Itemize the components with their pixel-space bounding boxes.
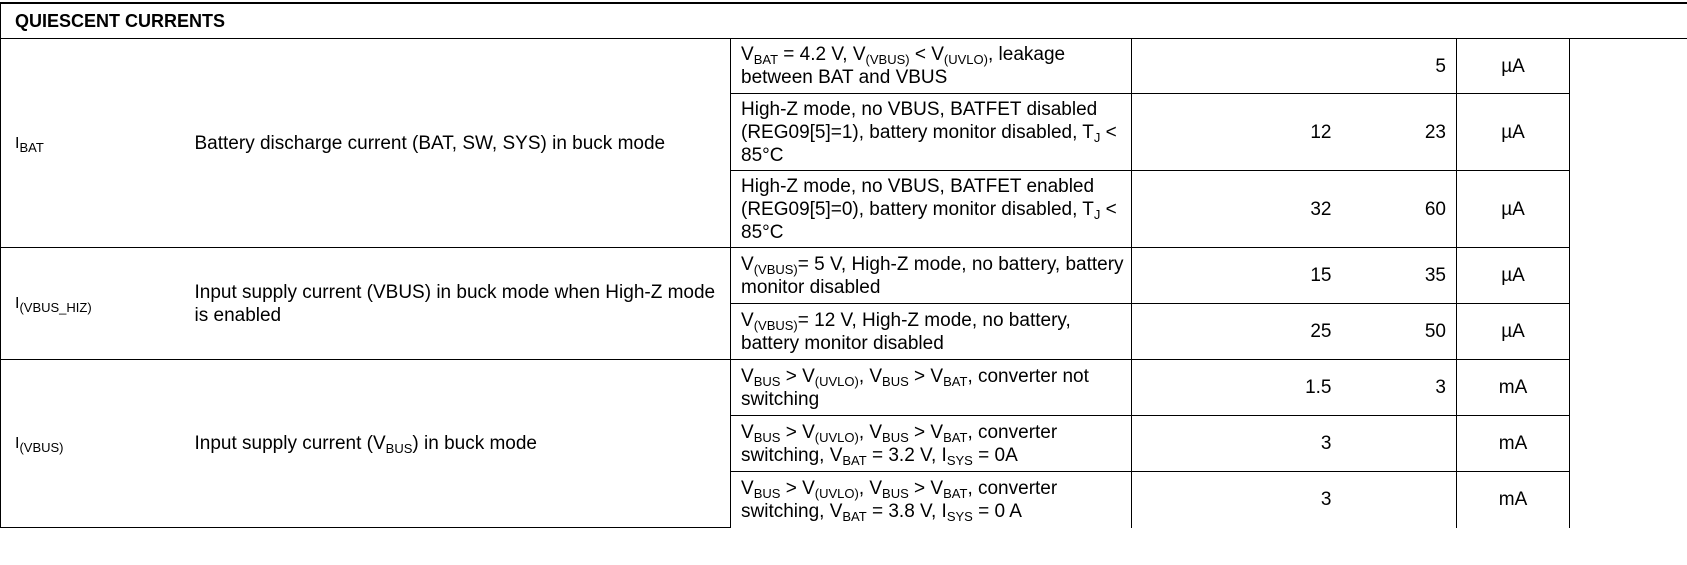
max-value: 23: [1337, 93, 1457, 171]
max-value: 5: [1337, 38, 1457, 94]
max-value: 35: [1337, 247, 1457, 304]
max-value: 3: [1337, 359, 1457, 416]
unit: mA: [1456, 415, 1570, 472]
section-header-row: QUIESCENT CURRENTS: [0, 2, 1687, 39]
parameter-description: Battery discharge current (BAT, SW, SYS)…: [184, 38, 731, 248]
table-row: I(VBUS_HIZ)Input supply current (VBUS) i…: [0, 247, 1687, 360]
table-row: High-Z mode, no VBUS, BATFET disabled (R…: [1, 93, 1687, 171]
min-value: [1131, 247, 1208, 304]
typ-value: 1.5: [1207, 359, 1338, 416]
min-value: [1131, 415, 1208, 472]
typ-value: 15: [1207, 247, 1338, 304]
unit: µA: [1456, 170, 1570, 248]
test-condition: VBAT = 4.2 V, V(VBUS) < V(UVLO), leakage…: [730, 38, 1132, 94]
unit: mA: [1456, 471, 1570, 528]
table-row: VBUS > V(UVLO), VBUS > VBAT, converter s…: [1, 471, 1687, 528]
unit: µA: [1456, 38, 1570, 94]
test-condition: High-Z mode, no VBUS, BATFET enabled (RE…: [730, 170, 1132, 248]
typ-value: 3: [1207, 415, 1338, 472]
unit: µA: [1456, 247, 1570, 304]
parameter-description: Input supply current (VBUS) in buck mode: [184, 359, 731, 528]
test-condition: VBUS > V(UVLO), VBUS > VBAT, converter s…: [730, 471, 1132, 528]
test-condition: VBUS > V(UVLO), VBUS > VBAT, converter s…: [730, 415, 1132, 472]
table-row: High-Z mode, no VBUS, BATFET enabled (RE…: [1, 170, 1687, 248]
parameter-description: Input supply current (VBUS) in buck mode…: [184, 247, 731, 360]
parameter-symbol: I(VBUS_HIZ): [0, 247, 185, 360]
typ-value: 3: [1207, 471, 1338, 528]
min-value: [1131, 170, 1208, 248]
test-condition: VBUS > V(UVLO), VBUS > VBAT, converter n…: [730, 359, 1132, 416]
min-value: [1131, 359, 1208, 416]
max-value: 50: [1337, 303, 1457, 360]
typ-value: 12: [1207, 93, 1338, 171]
typ-value: 25: [1207, 303, 1338, 360]
typ-value: [1207, 38, 1338, 94]
min-value: [1131, 471, 1208, 528]
min-value: [1131, 303, 1208, 360]
max-value: [1337, 471, 1457, 528]
unit: µA: [1456, 303, 1570, 360]
parameter-symbol: I(VBUS): [0, 359, 185, 528]
max-value: 60: [1337, 170, 1457, 248]
table-row: V(VBUS)= 12 V, High-Z mode, no battery, …: [1, 303, 1687, 360]
unit: mA: [1456, 359, 1570, 416]
max-value: [1337, 415, 1457, 472]
unit: µA: [1456, 93, 1570, 171]
test-condition: V(VBUS)= 12 V, High-Z mode, no battery, …: [730, 303, 1132, 360]
min-value: [1131, 93, 1208, 171]
test-condition: High-Z mode, no VBUS, BATFET disabled (R…: [730, 93, 1132, 171]
test-condition: V(VBUS)= 5 V, High-Z mode, no battery, b…: [730, 247, 1132, 304]
typ-value: 32: [1207, 170, 1338, 248]
min-value: [1131, 38, 1208, 94]
parameter-symbol: IBAT: [0, 38, 185, 248]
section-title: QUIESCENT CURRENTS: [0, 2, 1687, 39]
table-row: I(VBUS)Input supply current (VBUS) in bu…: [0, 359, 1687, 528]
